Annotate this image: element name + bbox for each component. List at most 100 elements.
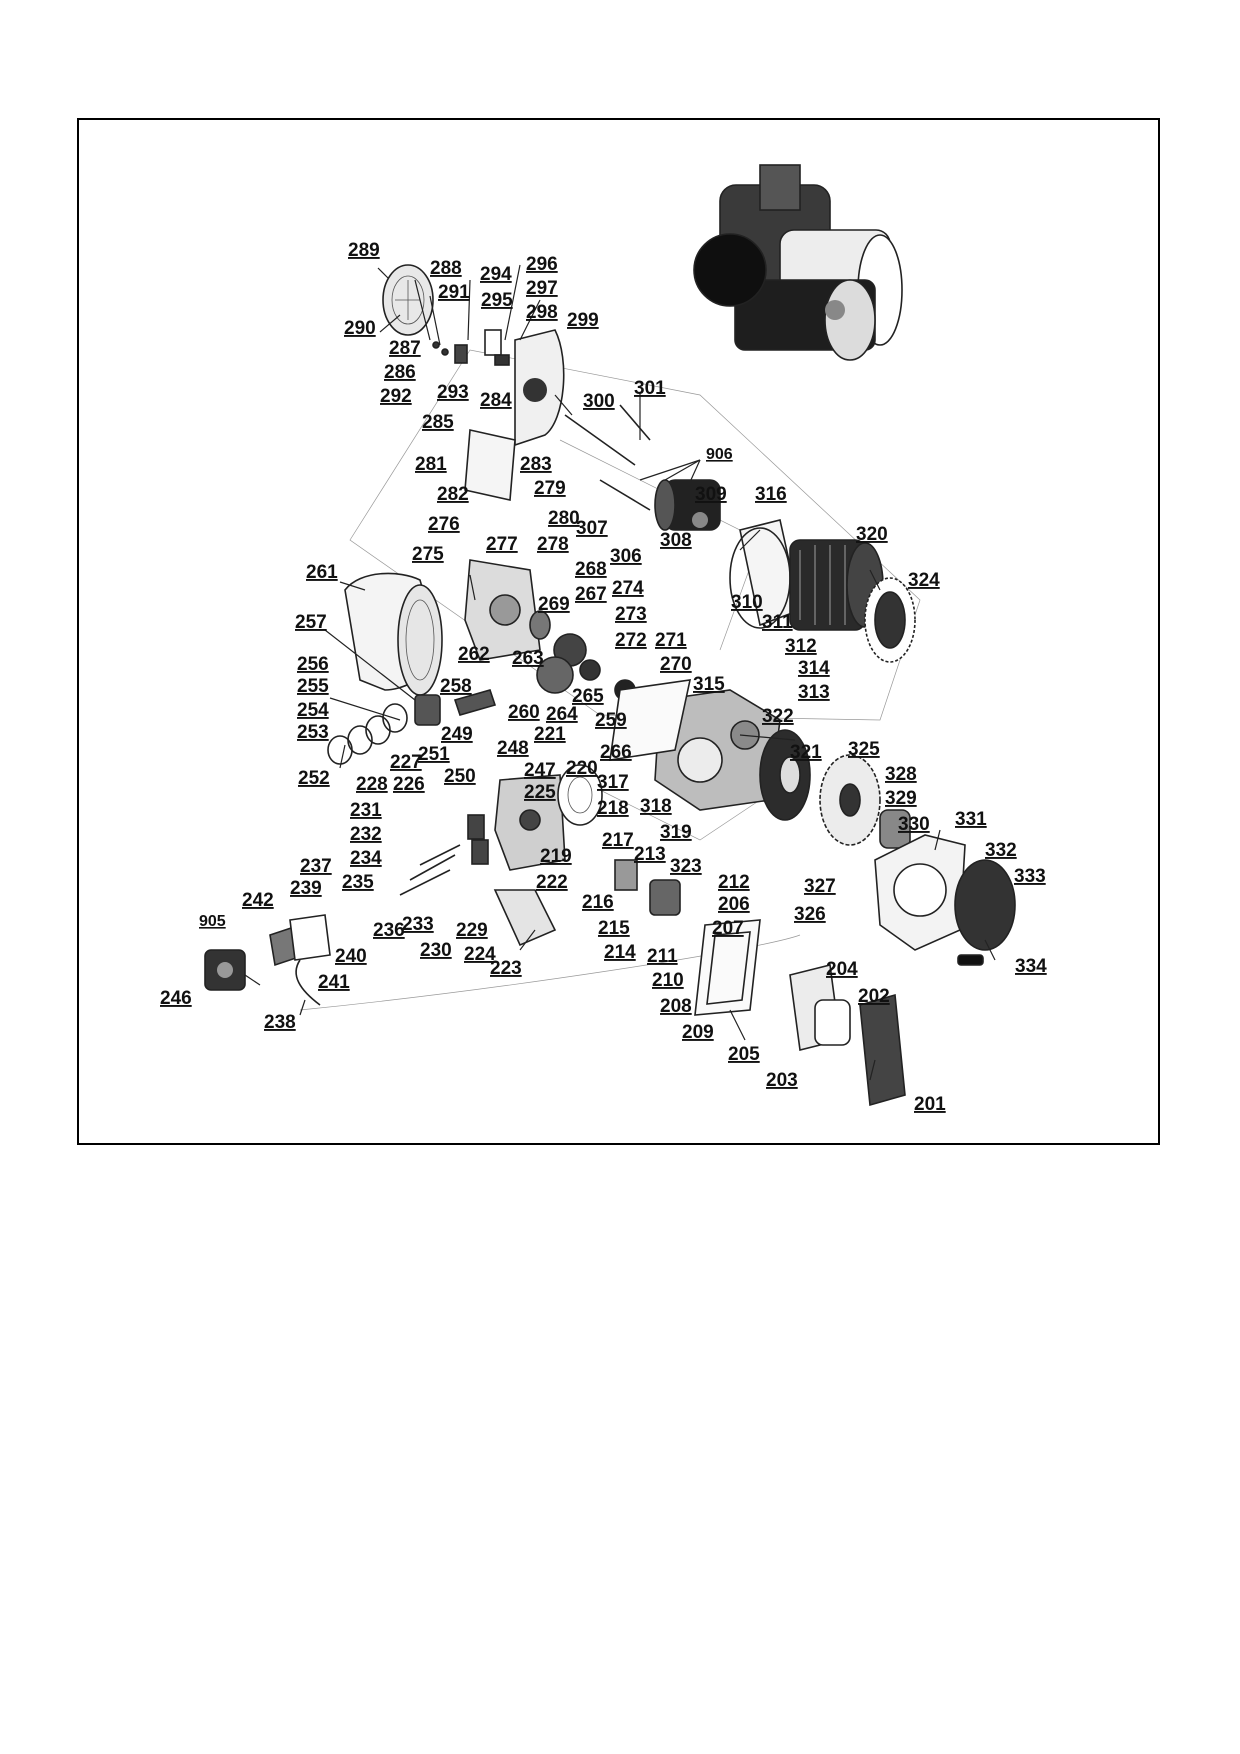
switch-small-parts [432,329,510,366]
label-231: 231 [350,800,382,821]
label-328: 328 [885,764,917,785]
label-239: 239 [290,878,322,899]
label-225: 225 [524,782,556,803]
label-226: 226 [393,774,425,795]
label-254: 254 [297,700,329,721]
label-332: 332 [985,840,1017,861]
label-257: 257 [295,612,327,633]
label-307: 307 [576,518,608,539]
label-201: 201 [914,1094,946,1115]
label-290: 290 [344,318,376,339]
label-330: 330 [898,814,930,835]
label-214: 214 [604,942,636,963]
fan-cover [874,834,966,951]
label-208: 208 [660,996,692,1017]
label-288: 288 [430,258,462,279]
label-275: 275 [412,544,444,565]
label-228: 228 [356,774,388,795]
label-315: 315 [693,674,725,695]
label-334: 334 [1015,956,1047,977]
label-233: 233 [402,914,434,935]
label-314: 314 [798,658,830,679]
label-212: 212 [718,872,750,893]
label-289: 289 [348,240,380,261]
label-221: 221 [534,724,566,745]
label-266: 266 [600,742,632,763]
label-241: 241 [318,972,350,993]
label-235: 235 [342,872,374,893]
fuel-tank [344,572,443,696]
label-284: 284 [480,390,512,411]
label-283: 283 [520,454,552,475]
label-280: 280 [548,508,580,529]
label-253: 253 [297,722,329,743]
label-326: 326 [794,904,826,925]
label-297: 297 [526,278,558,299]
muffler-gasket [289,914,331,961]
flywheel-fan [819,754,881,846]
label-218: 218 [597,798,629,819]
label-320: 320 [856,524,888,545]
label-263: 263 [512,648,544,669]
label-224: 224 [464,944,496,965]
label-250: 250 [444,766,476,787]
label-295: 295 [481,290,513,311]
label-255: 255 [297,676,329,697]
label-230: 230 [420,940,452,961]
label-203: 203 [766,1070,798,1091]
label-331: 331 [955,809,987,830]
label-209: 209 [682,1022,714,1043]
label-294: 294 [480,264,512,285]
label-227: 227 [390,752,422,773]
piston-rings [327,694,441,765]
label-308: 308 [660,530,692,551]
label-236: 236 [373,920,405,941]
label-246: 246 [160,988,192,1009]
label-329: 329 [885,788,917,809]
muffler [204,923,306,991]
leader-lines [244,264,996,1081]
label-242: 242 [242,890,274,911]
label-206: 206 [718,894,750,915]
label-319: 319 [660,822,692,843]
cylinder-head [494,774,566,871]
label-229: 229 [456,920,488,941]
label-265: 265 [572,686,604,707]
label-277: 277 [486,534,518,555]
label-906: 906 [706,446,733,463]
panel-plate [464,429,516,501]
label-324: 324 [908,570,940,591]
control-panel-disc [382,264,434,336]
label-213: 213 [634,844,666,865]
label-258: 258 [440,676,472,697]
label-211: 211 [647,946,678,967]
label-293: 293 [437,382,469,403]
label-281: 281 [415,454,447,475]
label-223: 223 [490,958,522,979]
label-285: 285 [422,412,454,433]
label-298: 298 [526,302,558,323]
label-291: 291 [438,282,470,303]
head-cover [493,889,557,947]
cooling-fan-gear [864,577,916,663]
label-261: 261 [306,562,338,583]
label-301: 301 [634,378,666,399]
label-219: 219 [540,846,572,867]
label-215: 215 [598,918,630,939]
label-210: 210 [652,970,684,991]
label-322: 322 [762,706,794,727]
label-905: 905 [199,913,226,930]
label-316: 316 [755,484,787,505]
label-274: 274 [612,578,644,599]
label-287: 287 [389,338,421,359]
label-256: 256 [297,654,329,675]
long-bolts [564,404,651,511]
label-333: 333 [1014,866,1046,887]
label-325: 325 [848,739,880,760]
label-286: 286 [384,362,416,383]
label-268: 268 [575,559,607,580]
assembled-generator-illustration [693,164,903,361]
label-251: 251 [418,744,450,765]
gasket-plate [609,679,692,761]
